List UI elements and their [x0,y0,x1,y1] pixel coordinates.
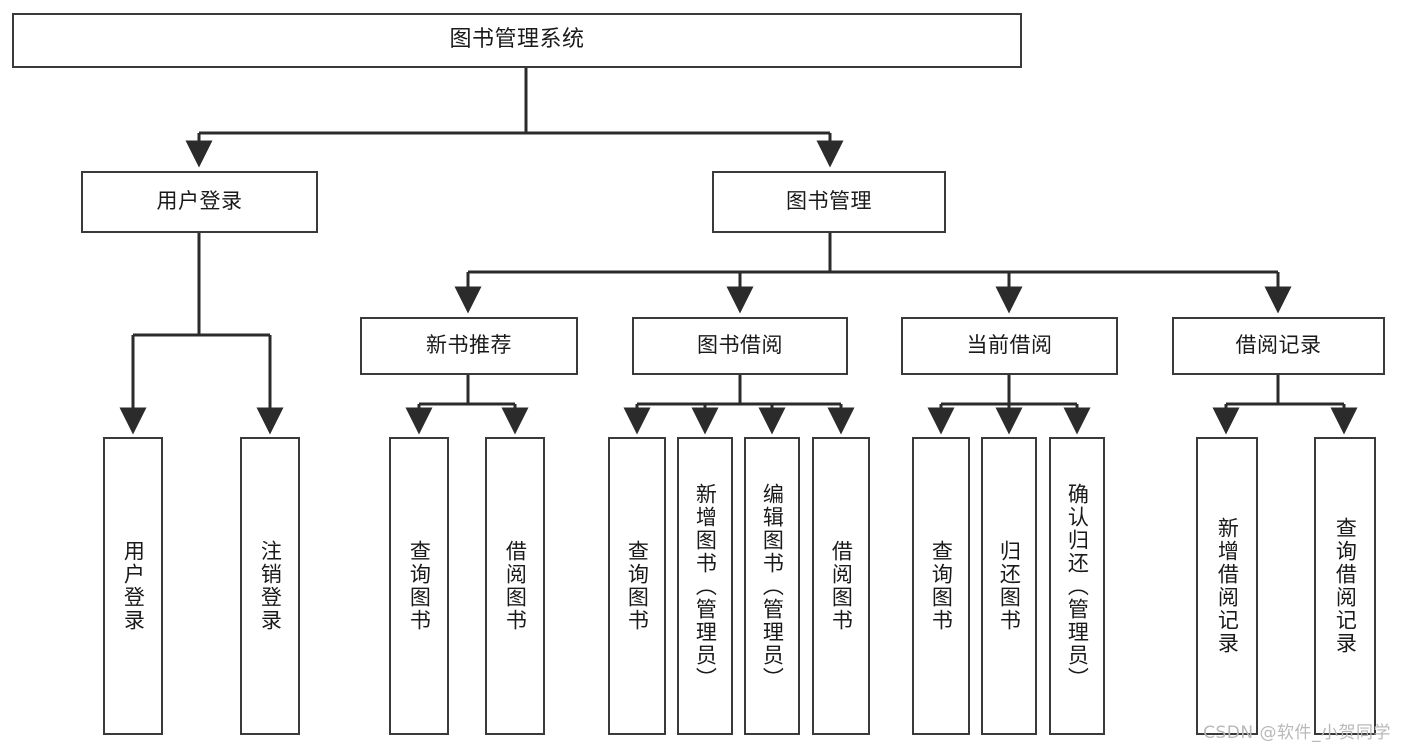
node-label: 归还图书 [997,540,1022,632]
node-label: 编辑图书（管理员） [760,482,785,690]
node-label: 图书借阅 [697,333,783,358]
node-root-book-management-system[interactable]: 图书管理系统 [12,13,1022,68]
node-label: 当前借阅 [966,333,1053,358]
leaf-logout-login[interactable]: 注销登录 [240,437,300,735]
node-label: 查询图书 [929,540,954,632]
node-label: 新增图书（管理员） [693,482,718,690]
node-label: 借阅图书 [829,540,854,632]
node-label: 查询图书 [625,540,650,632]
node-label: 借阅记录 [1235,333,1322,358]
node-book-management[interactable]: 图书管理 [712,171,946,233]
leaf-borrow-book-2[interactable]: 借阅图书 [812,437,870,735]
node-label: 确认归还（管理员） [1065,482,1090,690]
leaf-query-book-2[interactable]: 查询图书 [608,437,666,735]
node-label: 图书管理 [786,189,872,214]
node-label: 新增借阅记录 [1215,517,1240,655]
node-label: 查询图书 [407,540,432,632]
node-new-book-recommend[interactable]: 新书推荐 [360,317,578,375]
node-user-login[interactable]: 用户登录 [81,171,318,233]
node-label: 用户登录 [156,189,243,214]
leaf-return-book[interactable]: 归还图书 [981,437,1037,735]
leaf-user-login[interactable]: 用户登录 [103,437,163,735]
leaf-query-book-1[interactable]: 查询图书 [389,437,449,735]
node-label: 借阅图书 [503,540,528,632]
leaf-add-record[interactable]: 新增借阅记录 [1196,437,1258,735]
node-current-borrow[interactable]: 当前借阅 [901,317,1118,375]
node-borrow-record[interactable]: 借阅记录 [1172,317,1385,375]
csdn-watermark: CSDN @软件_小贺同学 [1203,723,1391,743]
node-book-borrow[interactable]: 图书借阅 [632,317,848,375]
node-label: 注销登录 [258,540,283,632]
leaf-query-record[interactable]: 查询借阅记录 [1314,437,1376,735]
node-label: 新书推荐 [426,333,512,358]
leaf-add-book[interactable]: 新增图书（管理员） [677,437,733,735]
leaf-borrow-book-1[interactable]: 借阅图书 [485,437,545,735]
leaf-confirm-return[interactable]: 确认归还（管理员） [1049,437,1105,735]
leaf-query-book-3[interactable]: 查询图书 [912,437,970,735]
node-label: 图书管理系统 [449,27,585,53]
node-label: 用户登录 [121,540,146,632]
node-label: 查询借阅记录 [1333,517,1358,655]
leaf-edit-book[interactable]: 编辑图书（管理员） [744,437,800,735]
